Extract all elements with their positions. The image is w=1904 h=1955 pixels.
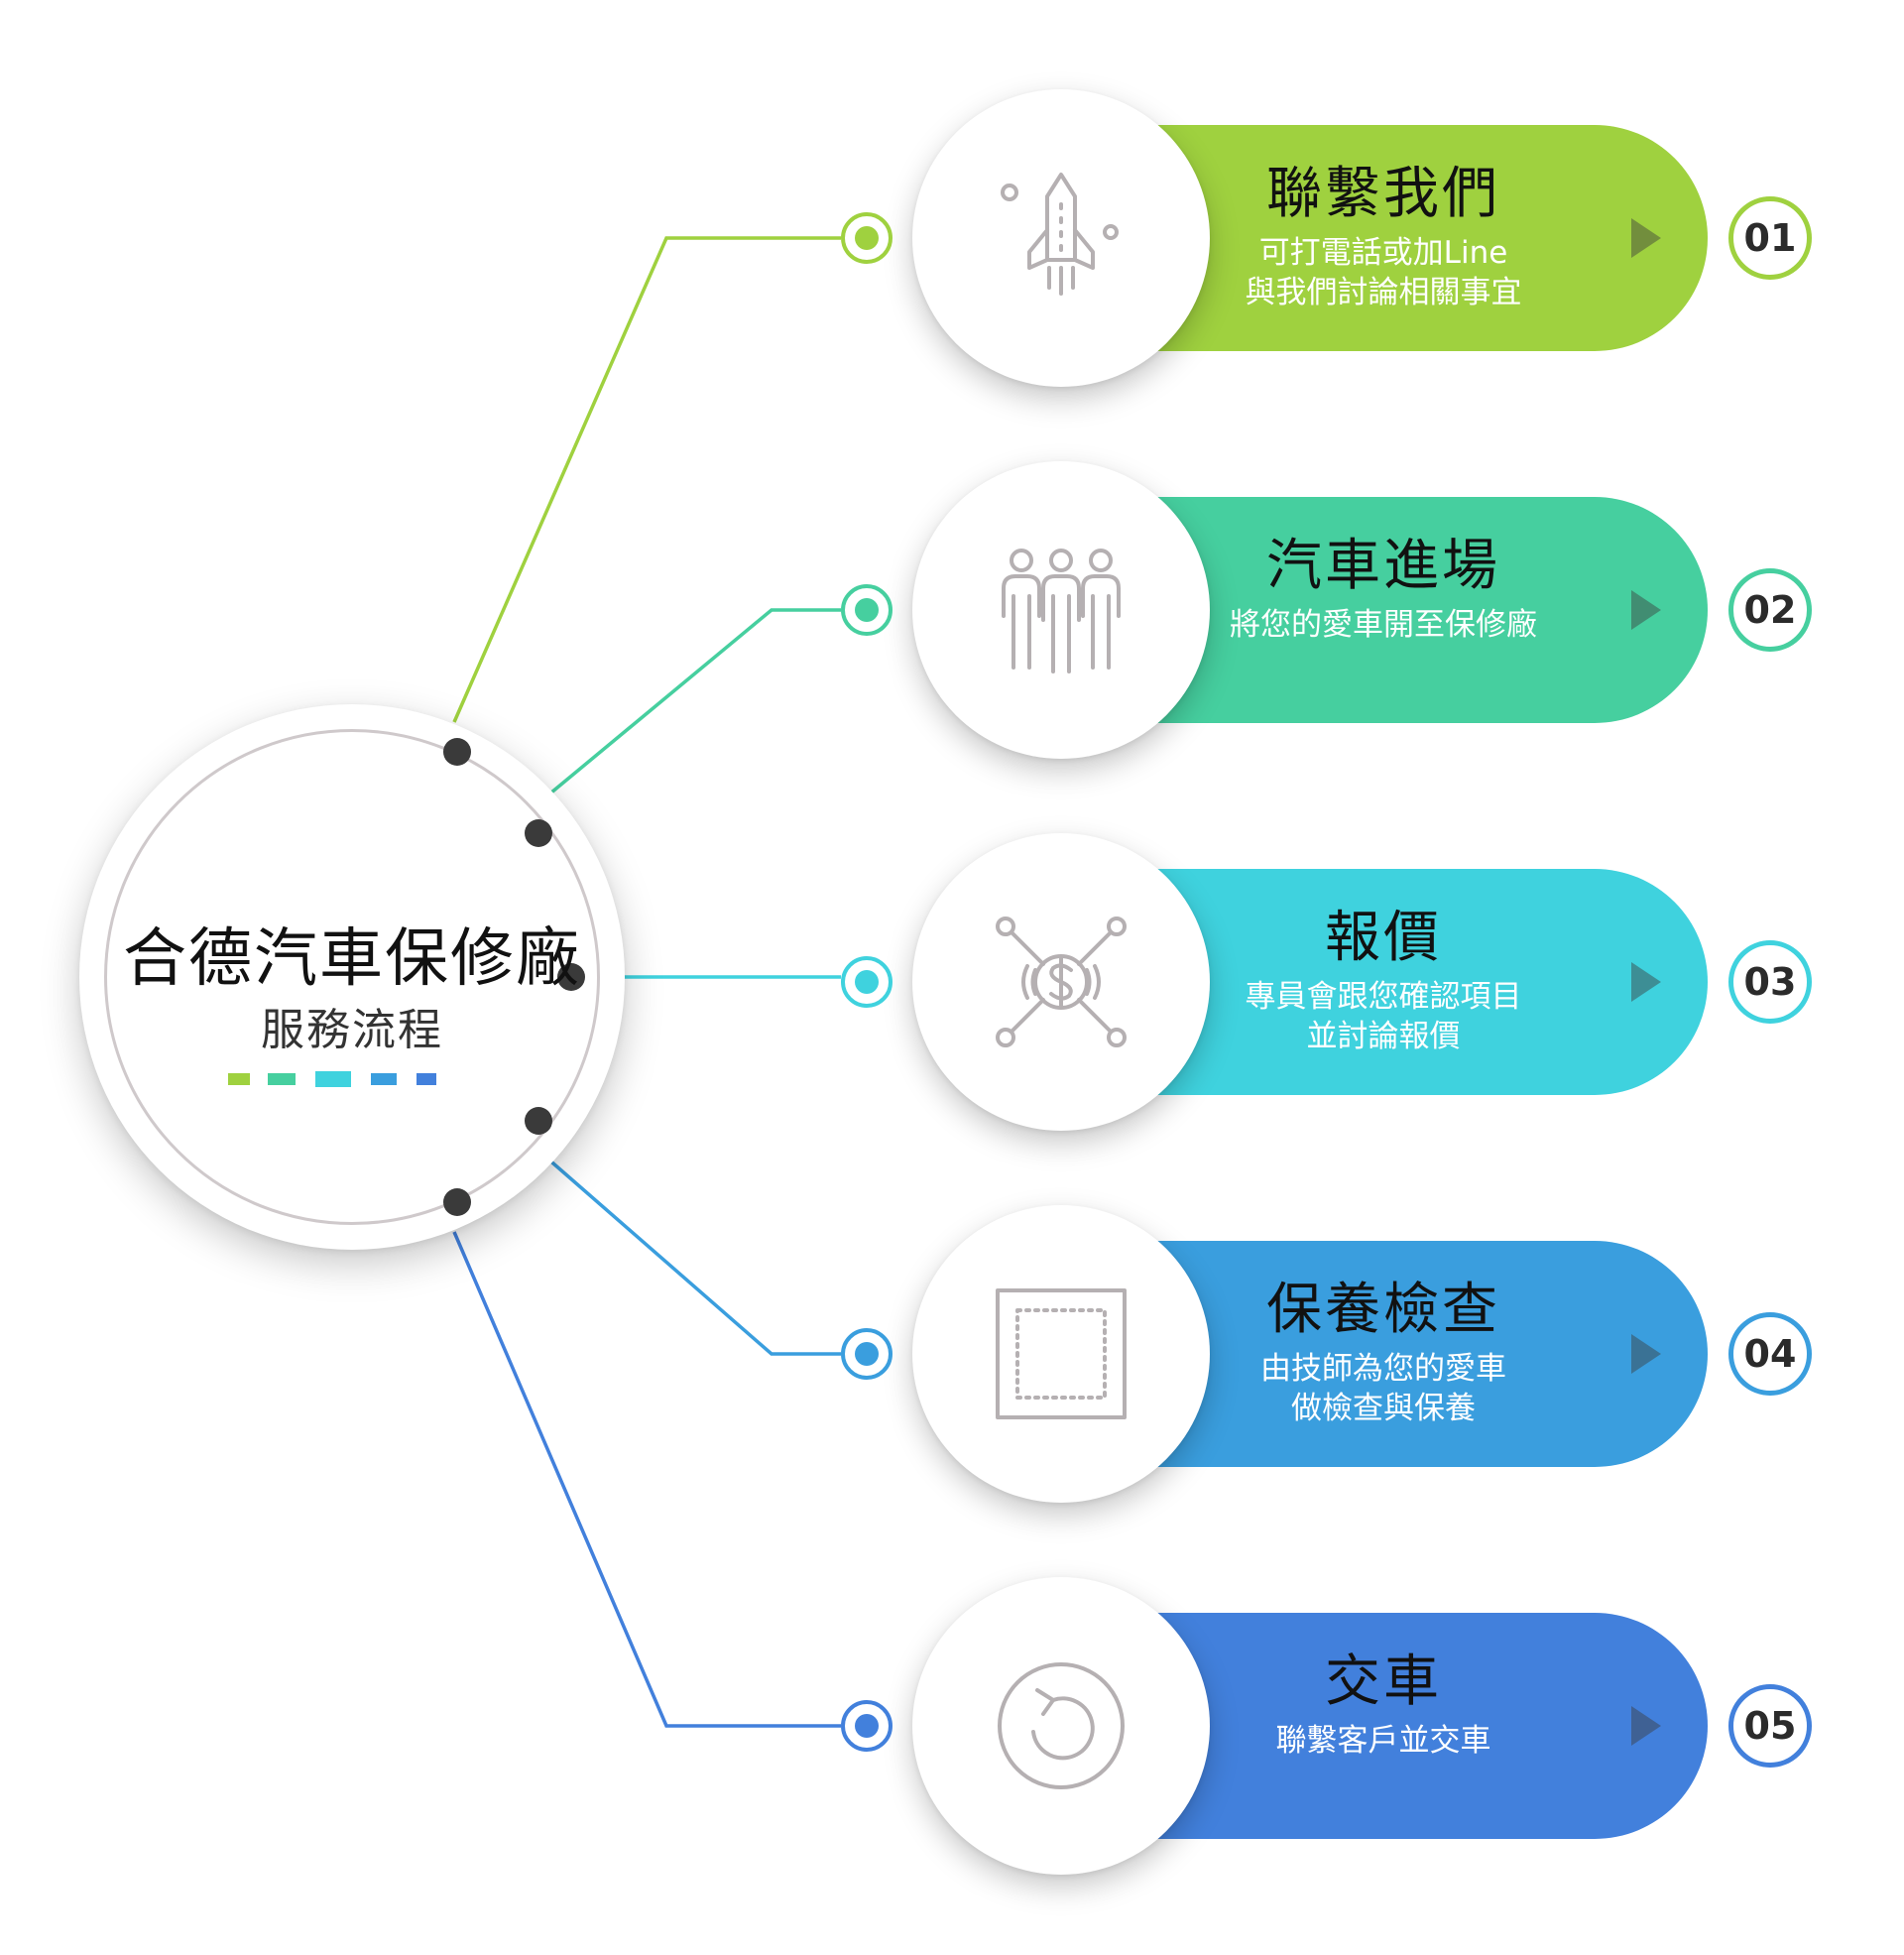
connector-node xyxy=(841,584,892,636)
dollar-network-icon xyxy=(996,916,1127,1047)
description-line: 由技師為您的愛車 xyxy=(1260,1351,1506,1387)
step-number-badge: 05 xyxy=(1728,1684,1812,1768)
play-arrow-icon xyxy=(1631,1334,1661,1374)
hub-ring xyxy=(104,729,600,1225)
hub-subtitle: 服務流程 xyxy=(261,1005,443,1055)
step-icon-circle xyxy=(912,833,1210,1131)
rocket-icon xyxy=(1001,173,1119,296)
color-dash xyxy=(371,1073,397,1085)
color-dash xyxy=(416,1073,436,1085)
step-card: 報價 專員會跟您確認項目 並討論報價 03 xyxy=(0,823,1904,1141)
connector-line xyxy=(543,608,841,799)
play-arrow-icon xyxy=(1631,218,1661,258)
step-title: 保養檢查 xyxy=(1266,1278,1500,1342)
step-description: 可打電話或加Line 與我們討論相關事宜 xyxy=(1180,233,1587,312)
step-number-badge: 02 xyxy=(1728,568,1812,652)
step-card: 聯繫我們 可打電話或加Line 與我們討論相關事宜 01 xyxy=(0,79,1904,397)
description-line: 並討論報價 xyxy=(1306,1019,1461,1054)
connector-line xyxy=(452,236,841,723)
step-title: 汽車進場 xyxy=(1266,534,1500,598)
color-dash xyxy=(268,1073,296,1085)
step-number-badge: 03 xyxy=(1728,940,1812,1024)
node-center xyxy=(855,226,879,250)
color-dash xyxy=(315,1071,351,1087)
description-line: 與我們討論相關事宜 xyxy=(1245,275,1522,310)
node-center xyxy=(855,598,879,622)
step-title: 聯繫我們 xyxy=(1266,162,1500,226)
connector-line xyxy=(543,1155,841,1356)
dotted-square-icon xyxy=(996,1288,1127,1419)
connector-node xyxy=(841,1328,892,1380)
hub-color-dashes xyxy=(228,1071,476,1089)
connector-node xyxy=(841,956,892,1008)
connector-node xyxy=(841,1700,892,1752)
node-center xyxy=(855,1342,879,1366)
step-card: 交車 聯繫客戶並交車 05 xyxy=(0,1567,1904,1885)
step-description: 將您的愛車開至保修廠 xyxy=(1180,605,1587,645)
play-arrow-icon xyxy=(1631,590,1661,630)
undo-circle-icon xyxy=(998,1662,1125,1789)
connector-line xyxy=(452,1231,841,1728)
step-card: 汽車進場 將您的愛車開至保修廠 02 xyxy=(0,451,1904,769)
description-line: 專員會跟您確認項目 xyxy=(1245,979,1522,1015)
play-arrow-icon xyxy=(1631,962,1661,1002)
hub-dot xyxy=(525,1107,552,1135)
hub-dot xyxy=(557,963,585,991)
step-description: 聯繫客戶並交車 xyxy=(1180,1721,1587,1761)
hub-title: 合德汽車保修廠 xyxy=(123,922,581,996)
hub-circle: 合德汽車保修廠 服務流程 xyxy=(79,704,625,1250)
step-title: 報價 xyxy=(1325,906,1442,970)
connector-node xyxy=(841,212,892,264)
node-center xyxy=(855,970,879,994)
step-title: 交車 xyxy=(1325,1650,1442,1714)
description-line: 將您的愛車開至保修廠 xyxy=(1230,607,1537,643)
description-line: 聯繫客戶並交車 xyxy=(1275,1723,1491,1759)
team-icon xyxy=(1002,549,1121,673)
step-number-badge: 01 xyxy=(1728,196,1812,280)
node-center xyxy=(855,1714,879,1738)
color-dash xyxy=(228,1073,250,1085)
step-icon-circle xyxy=(912,1205,1210,1503)
step-number-badge: 04 xyxy=(1728,1312,1812,1396)
hub-dot xyxy=(443,738,471,766)
step-icon-circle xyxy=(912,461,1210,759)
play-arrow-icon xyxy=(1631,1706,1661,1746)
step-icon-circle xyxy=(912,1577,1210,1875)
step-card: 保養檢查 由技師為您的愛車 做檢查與保養 04 xyxy=(0,1195,1904,1513)
step-icon-circle xyxy=(912,89,1210,387)
hub-dot xyxy=(525,819,552,847)
description-line: 做檢查與保養 xyxy=(1291,1391,1476,1426)
hub-dot xyxy=(443,1188,471,1216)
step-description: 由技師為您的愛車 做檢查與保養 xyxy=(1180,1349,1587,1428)
description-line: 可打電話或加Line xyxy=(1258,235,1508,271)
step-description: 專員會跟您確認項目 並討論報價 xyxy=(1180,977,1587,1056)
